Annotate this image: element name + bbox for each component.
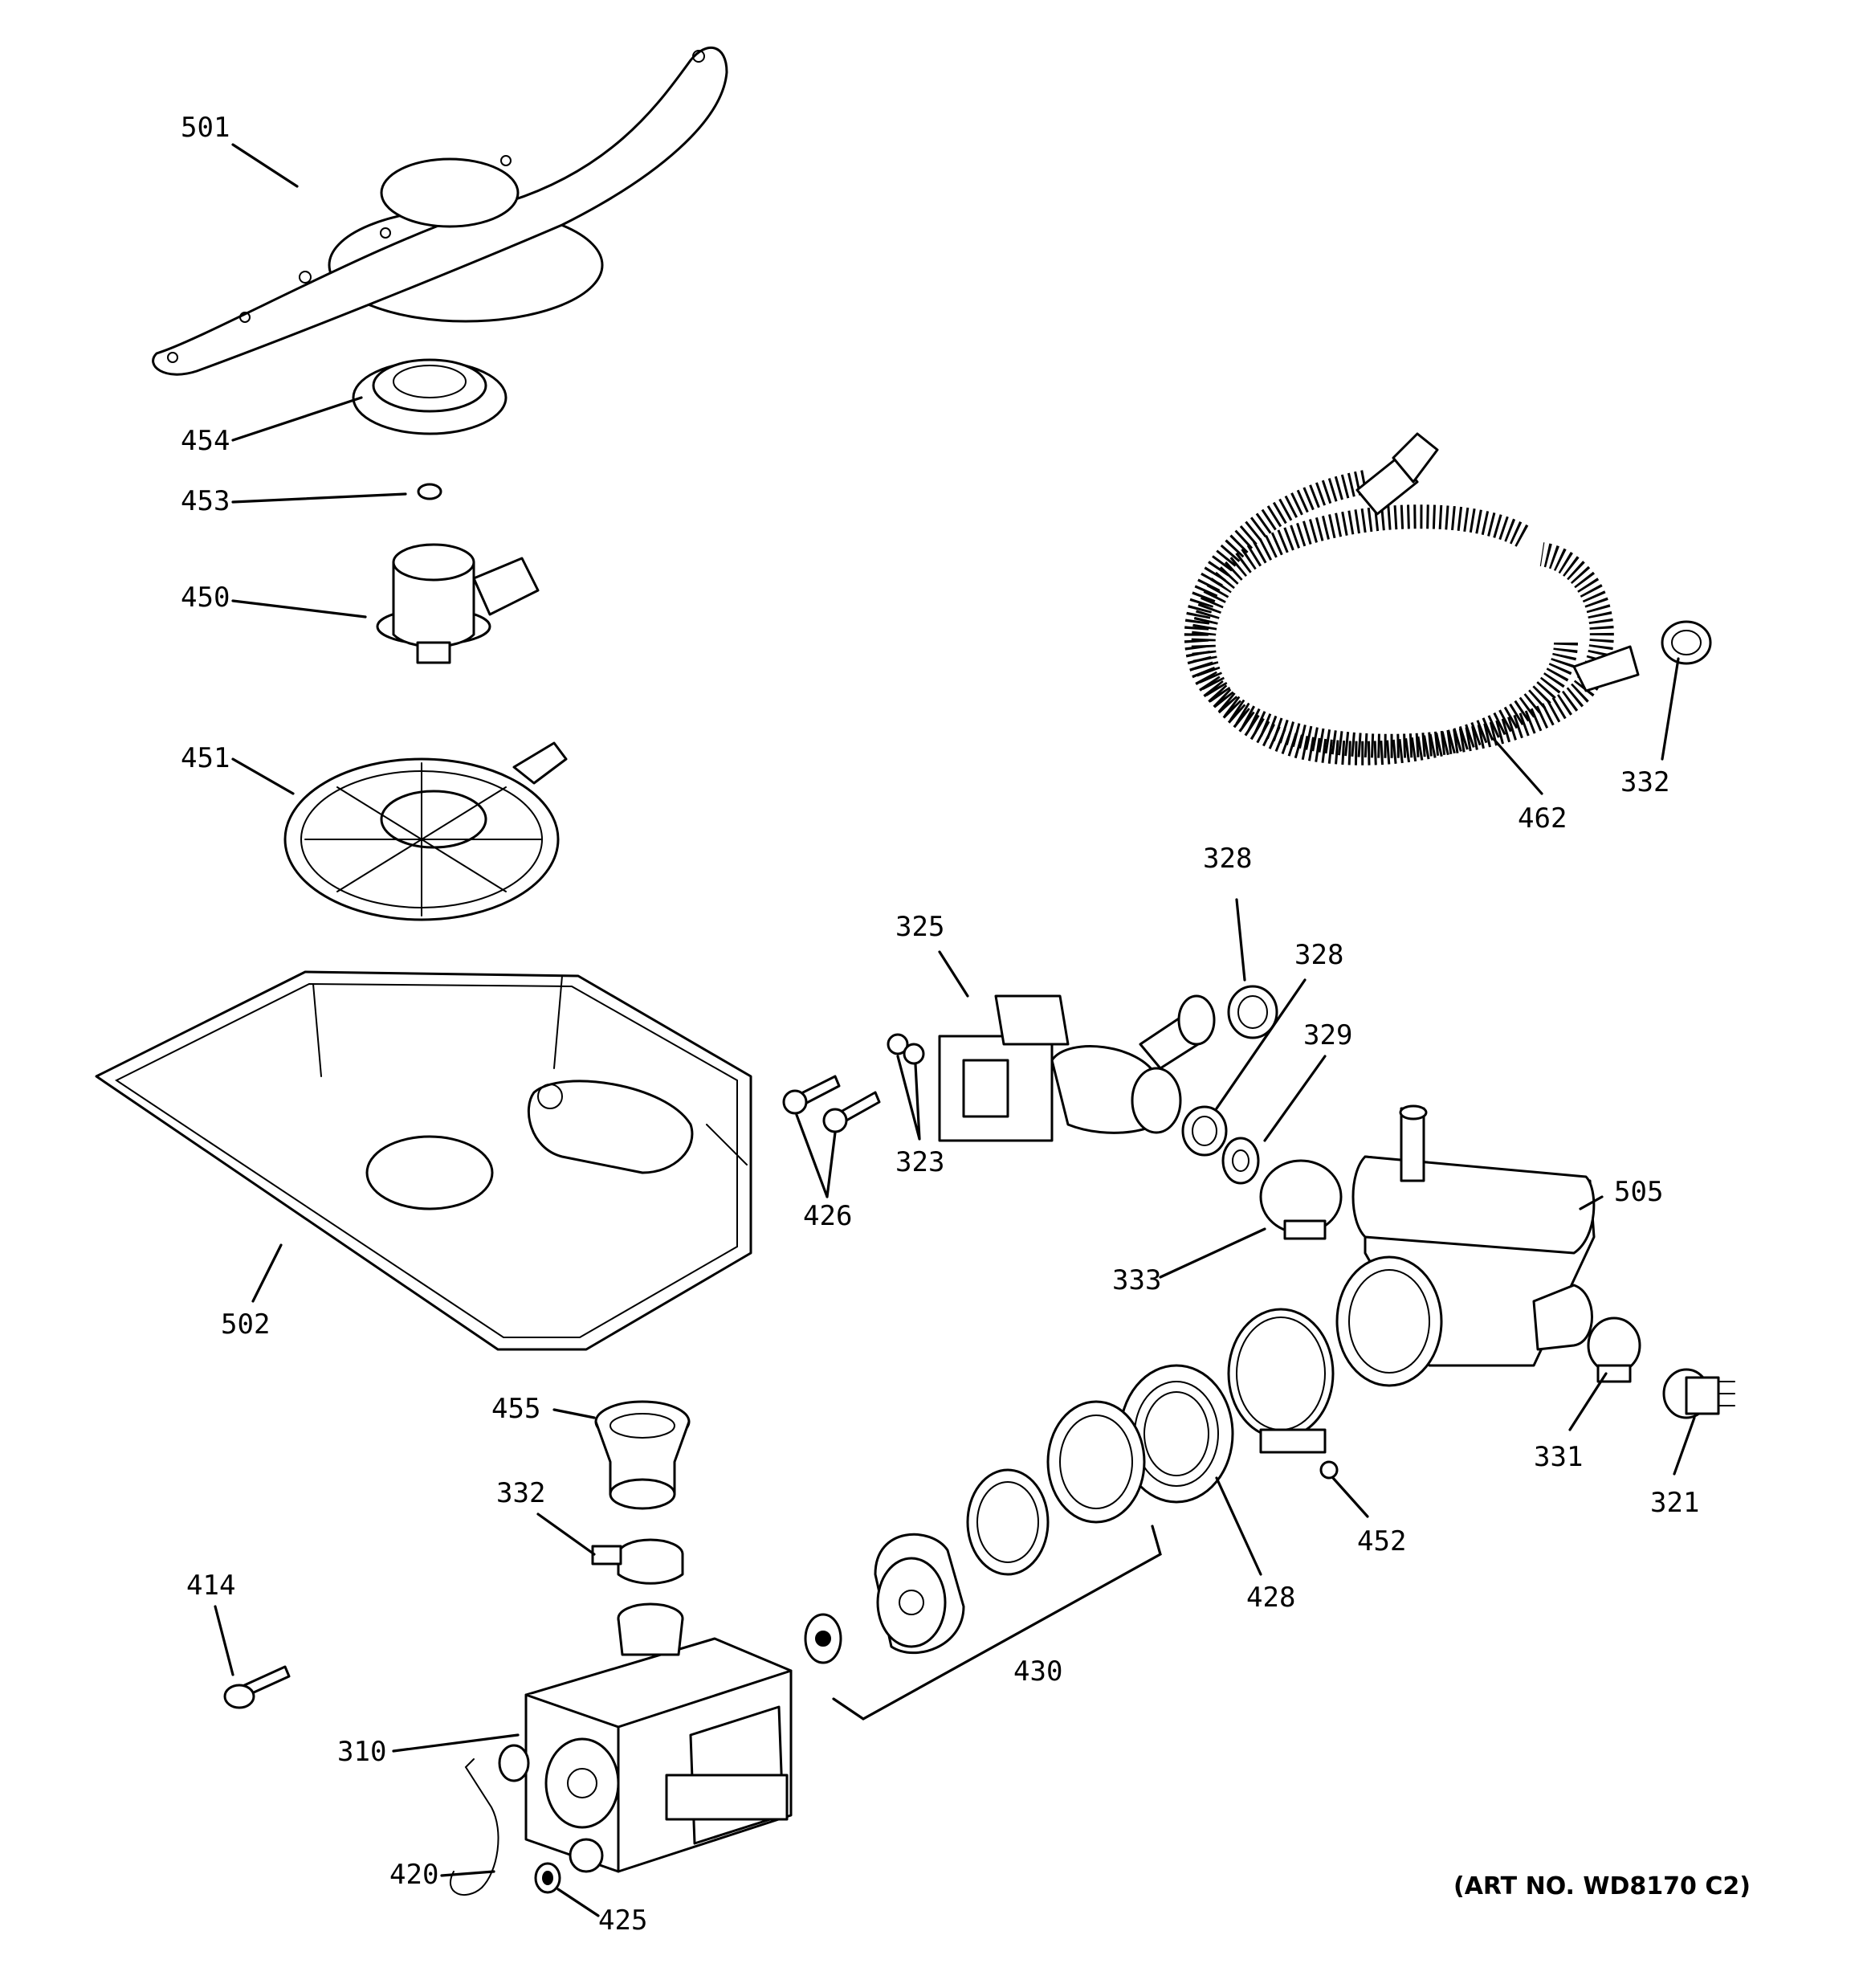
callout-labels: 501 454 453 450 451 502 462 332 328 328 …	[181, 112, 1699, 1937]
callout-310: 310	[337, 1736, 386, 1768]
part-331-hose-clamp	[1587, 1316, 1641, 1383]
callout-328-lower: 328	[1294, 939, 1343, 971]
callout-414: 414	[186, 1570, 235, 1602]
callout-420: 420	[389, 1859, 438, 1891]
callout-331: 331	[1534, 1441, 1583, 1473]
callout-321: 321	[1650, 1487, 1699, 1519]
art-number: (ART NO. WD8170 C2)	[1453, 1872, 1751, 1900]
callout-332-lower: 332	[496, 1477, 545, 1509]
callout-332-upper: 332	[1620, 766, 1669, 798]
callout-452: 452	[1357, 1525, 1406, 1557]
callout-454: 454	[181, 425, 230, 457]
callout-453: 453	[181, 485, 230, 517]
part-454-spray-arm-hub	[352, 358, 508, 435]
part-328-washer-lower	[1181, 1105, 1228, 1157]
part-329-flapper	[1221, 1137, 1260, 1185]
callout-505: 505	[1614, 1176, 1663, 1208]
callout-329: 329	[1303, 1019, 1352, 1051]
part-501-spray-arm	[152, 46, 728, 376]
callout-328-upper: 328	[1203, 843, 1252, 875]
callout-323: 323	[895, 1146, 944, 1178]
callout-428: 428	[1246, 1582, 1295, 1614]
part-450-manifold	[376, 543, 540, 664]
callout-450: 450	[181, 582, 230, 614]
part-325-drain-valve	[938, 994, 1216, 1142]
callout-425: 425	[598, 1904, 647, 1937]
part-502-sump-gasket	[95, 970, 752, 1351]
part-426-screws	[782, 1075, 881, 1133]
leader-lines	[214, 143, 1696, 1917]
part-328-washer-upper	[1227, 985, 1278, 1039]
callout-451: 451	[181, 742, 230, 774]
part-451-filter	[283, 741, 568, 921]
callout-430: 430	[1013, 1655, 1062, 1688]
part-430-impeller-kit	[804, 1400, 1146, 1664]
callout-462: 462	[1518, 802, 1567, 835]
part-462-drain-hose	[1184, 432, 1640, 765]
callout-333: 333	[1112, 1264, 1161, 1296]
part-333-hose-clamp	[1259, 1159, 1343, 1240]
part-455-boot	[594, 1400, 691, 1510]
callout-325: 325	[895, 911, 944, 943]
part-310-pump-motor	[498, 1602, 793, 1873]
part-453-o-ring	[417, 483, 442, 500]
part-414-screw	[223, 1665, 291, 1709]
part-323-grommets	[887, 1033, 925, 1065]
callout-426: 426	[803, 1200, 852, 1232]
part-428-seal	[1119, 1364, 1234, 1504]
part-505-sump-housing	[1335, 1104, 1596, 1387]
part-332-hose-clamp-lower	[591, 1538, 684, 1585]
callout-455: 455	[491, 1393, 540, 1425]
part-452-large-clamp	[1227, 1308, 1339, 1480]
part-420-clip	[449, 1758, 499, 1896]
callout-502: 502	[221, 1308, 270, 1341]
part-321-sensor	[1662, 1368, 1735, 1419]
part-332-hose-clamp-upper	[1661, 620, 1712, 665]
part-425-nut	[534, 1862, 561, 1894]
callout-501: 501	[181, 112, 230, 144]
